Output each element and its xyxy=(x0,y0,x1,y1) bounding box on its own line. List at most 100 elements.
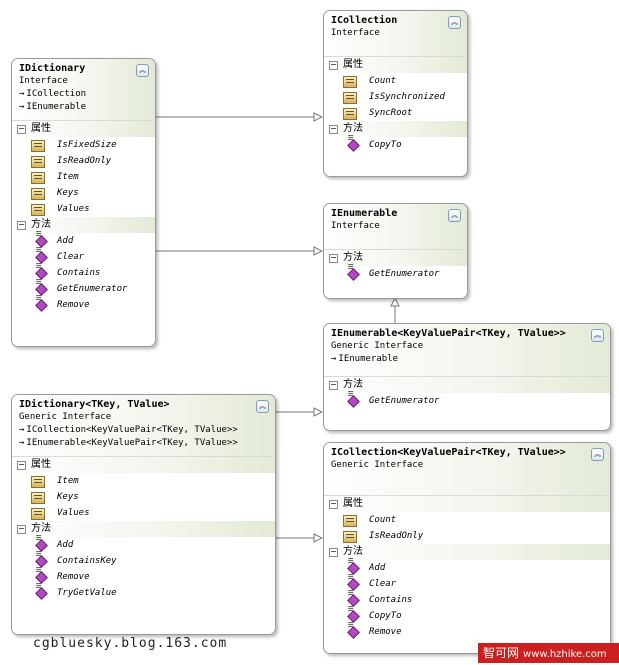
idictionary-generic-section-properties[interactable]: −属性 xyxy=(12,457,275,473)
ienumerable-name: IEnumerable xyxy=(331,208,398,219)
member-label: IsFixedSize xyxy=(57,140,117,150)
property-icon xyxy=(343,530,359,543)
member-remove[interactable]: Remove xyxy=(12,297,155,313)
collapse-minus-icon[interactable]: − xyxy=(329,380,338,390)
member-keys[interactable]: Keys xyxy=(12,489,275,505)
icollection-generic-section-properties[interactable]: −属性 xyxy=(324,496,610,512)
idictionary-generic-kind: Generic Interface xyxy=(19,412,112,422)
member-values[interactable]: Values xyxy=(12,505,275,521)
member-copyto[interactable]: CopyTo xyxy=(324,137,467,153)
inherit-label: IEnumerable<KeyValuePair<TKey, TValue>> xyxy=(26,438,238,448)
member-label: GetEnumerator xyxy=(369,269,440,279)
collapse-minus-icon[interactable]: − xyxy=(17,524,26,534)
method-icon xyxy=(31,571,48,584)
member-containskey[interactable]: ContainsKey xyxy=(12,553,275,569)
collapse-minus-icon[interactable]: − xyxy=(329,253,338,263)
collapse-minus-icon[interactable]: − xyxy=(329,60,338,70)
member-clear[interactable]: Clear xyxy=(324,576,610,592)
arrow-right-icon: → xyxy=(331,354,337,364)
property-icon xyxy=(31,155,47,168)
member-isfixedsize[interactable]: IsFixedSize xyxy=(12,137,155,153)
collapse-minus-icon[interactable]: − xyxy=(329,547,338,557)
member-copyto[interactable]: CopyTo xyxy=(324,608,610,624)
member-label: Values xyxy=(57,508,90,518)
member-label: SyncRoot xyxy=(369,108,413,118)
member-syncroot[interactable]: SyncRoot xyxy=(324,105,467,121)
icollection-generic-section-methods[interactable]: −方法 xyxy=(324,544,610,560)
icollection-section-methods[interactable]: −方法 xyxy=(324,121,467,137)
member-issynchronized[interactable]: IsSynchronized xyxy=(324,89,467,105)
double-chevron-up-icon[interactable]: ︽ xyxy=(448,209,461,222)
idictionary-generic-box[interactable]: IDictionary<TKey, TValue> Generic Interf… xyxy=(11,394,276,635)
idictionary-generic-section-methods[interactable]: −方法 xyxy=(12,521,275,537)
member-add[interactable]: Add xyxy=(324,560,610,576)
member-contains[interactable]: Contains xyxy=(12,265,155,281)
member-label: Count xyxy=(369,515,397,525)
double-chevron-up-icon[interactable]: ︽ xyxy=(256,400,269,413)
ienumerable-section-methods[interactable]: −方法 xyxy=(324,250,467,266)
ienumerable-generic-section-methods[interactable]: −方法 xyxy=(324,377,610,393)
property-icon xyxy=(31,475,47,488)
collapse-minus-icon[interactable]: − xyxy=(329,499,338,509)
collapse-minus-icon[interactable]: − xyxy=(17,220,26,230)
icollection-header: ICollection Interface ︽ xyxy=(324,11,467,57)
icollection-box[interactable]: ICollection Interface ︽ −属性 Count IsSync… xyxy=(323,10,468,177)
member-add[interactable]: Add xyxy=(12,233,155,249)
member-item[interactable]: Item xyxy=(12,473,275,489)
inherit-label: ICollection xyxy=(26,89,87,99)
icollection-generic-box[interactable]: ICollection<KeyValuePair<TKey, TValue>> … xyxy=(323,442,611,654)
icollection-generic-name: ICollection<KeyValuePair<TKey, TValue>> xyxy=(331,447,566,458)
property-icon xyxy=(31,187,47,200)
member-getenumerator[interactable]: GetEnumerator xyxy=(324,393,610,409)
inherit-label: IEnumerable xyxy=(26,102,87,112)
ienumerable-box[interactable]: IEnumerable Interface ︽ −方法 GetEnumerato… xyxy=(323,203,468,299)
idictionary-box[interactable]: IDictionary Interface →ICollection →IEnu… xyxy=(11,58,156,347)
member-clear[interactable]: Clear xyxy=(12,249,155,265)
icollection-kind: Interface xyxy=(331,28,380,38)
idictionary-generic-header: IDictionary<TKey, TValue> Generic Interf… xyxy=(12,395,275,457)
member-label: TryGetValue xyxy=(57,588,117,598)
method-icon xyxy=(31,539,48,552)
idictionary-section-methods[interactable]: −方法 xyxy=(12,217,155,233)
member-keys[interactable]: Keys xyxy=(12,185,155,201)
method-icon xyxy=(31,235,48,248)
member-add[interactable]: Add xyxy=(12,537,275,553)
member-isreadonly[interactable]: IsReadOnly xyxy=(324,528,610,544)
property-icon xyxy=(31,171,47,184)
member-isreadonly[interactable]: IsReadOnly xyxy=(12,153,155,169)
collapse-minus-icon[interactable]: − xyxy=(329,124,338,134)
property-icon xyxy=(343,107,359,120)
method-icon xyxy=(343,594,360,607)
member-label: Remove xyxy=(57,300,90,310)
member-getenumerator[interactable]: GetEnumerator xyxy=(12,281,155,297)
collapse-minus-icon[interactable]: − xyxy=(17,460,26,470)
property-icon xyxy=(31,139,47,152)
member-trygetvalue[interactable]: TryGetValue xyxy=(12,585,275,601)
idictionary-inherit-2: →IEnumerable xyxy=(19,101,149,114)
idictionary-inherit-1: →ICollection xyxy=(19,88,149,101)
member-remove[interactable]: Remove xyxy=(12,569,275,585)
ienumerable-kind: Interface xyxy=(331,221,380,231)
member-count[interactable]: Count xyxy=(324,73,467,89)
member-values[interactable]: Values xyxy=(12,201,155,217)
section-title: 方法 xyxy=(343,546,363,557)
section-title: 方法 xyxy=(343,123,363,134)
icollection-section-properties[interactable]: −属性 xyxy=(324,57,467,73)
member-item[interactable]: Item xyxy=(12,169,155,185)
ienumerable-generic-box[interactable]: IEnumerable<KeyValuePair<TKey, TValue>> … xyxy=(323,323,611,431)
member-remove[interactable]: Remove xyxy=(324,624,610,640)
member-label: Add xyxy=(369,563,386,573)
site-name: 智可网 xyxy=(483,646,520,660)
member-contains[interactable]: Contains xyxy=(324,592,610,608)
member-getenumerator[interactable]: GetEnumerator xyxy=(324,266,467,282)
double-chevron-up-icon[interactable]: ︽ xyxy=(591,448,604,461)
double-chevron-up-icon[interactable]: ︽ xyxy=(448,16,461,29)
double-chevron-up-icon[interactable]: ︽ xyxy=(591,329,604,342)
collapse-minus-icon[interactable]: − xyxy=(17,124,26,134)
member-count[interactable]: Count xyxy=(324,512,610,528)
method-icon xyxy=(343,139,360,152)
idictionary-section-properties[interactable]: −属性 xyxy=(12,121,155,137)
double-chevron-up-icon[interactable]: ︽ xyxy=(136,64,149,77)
